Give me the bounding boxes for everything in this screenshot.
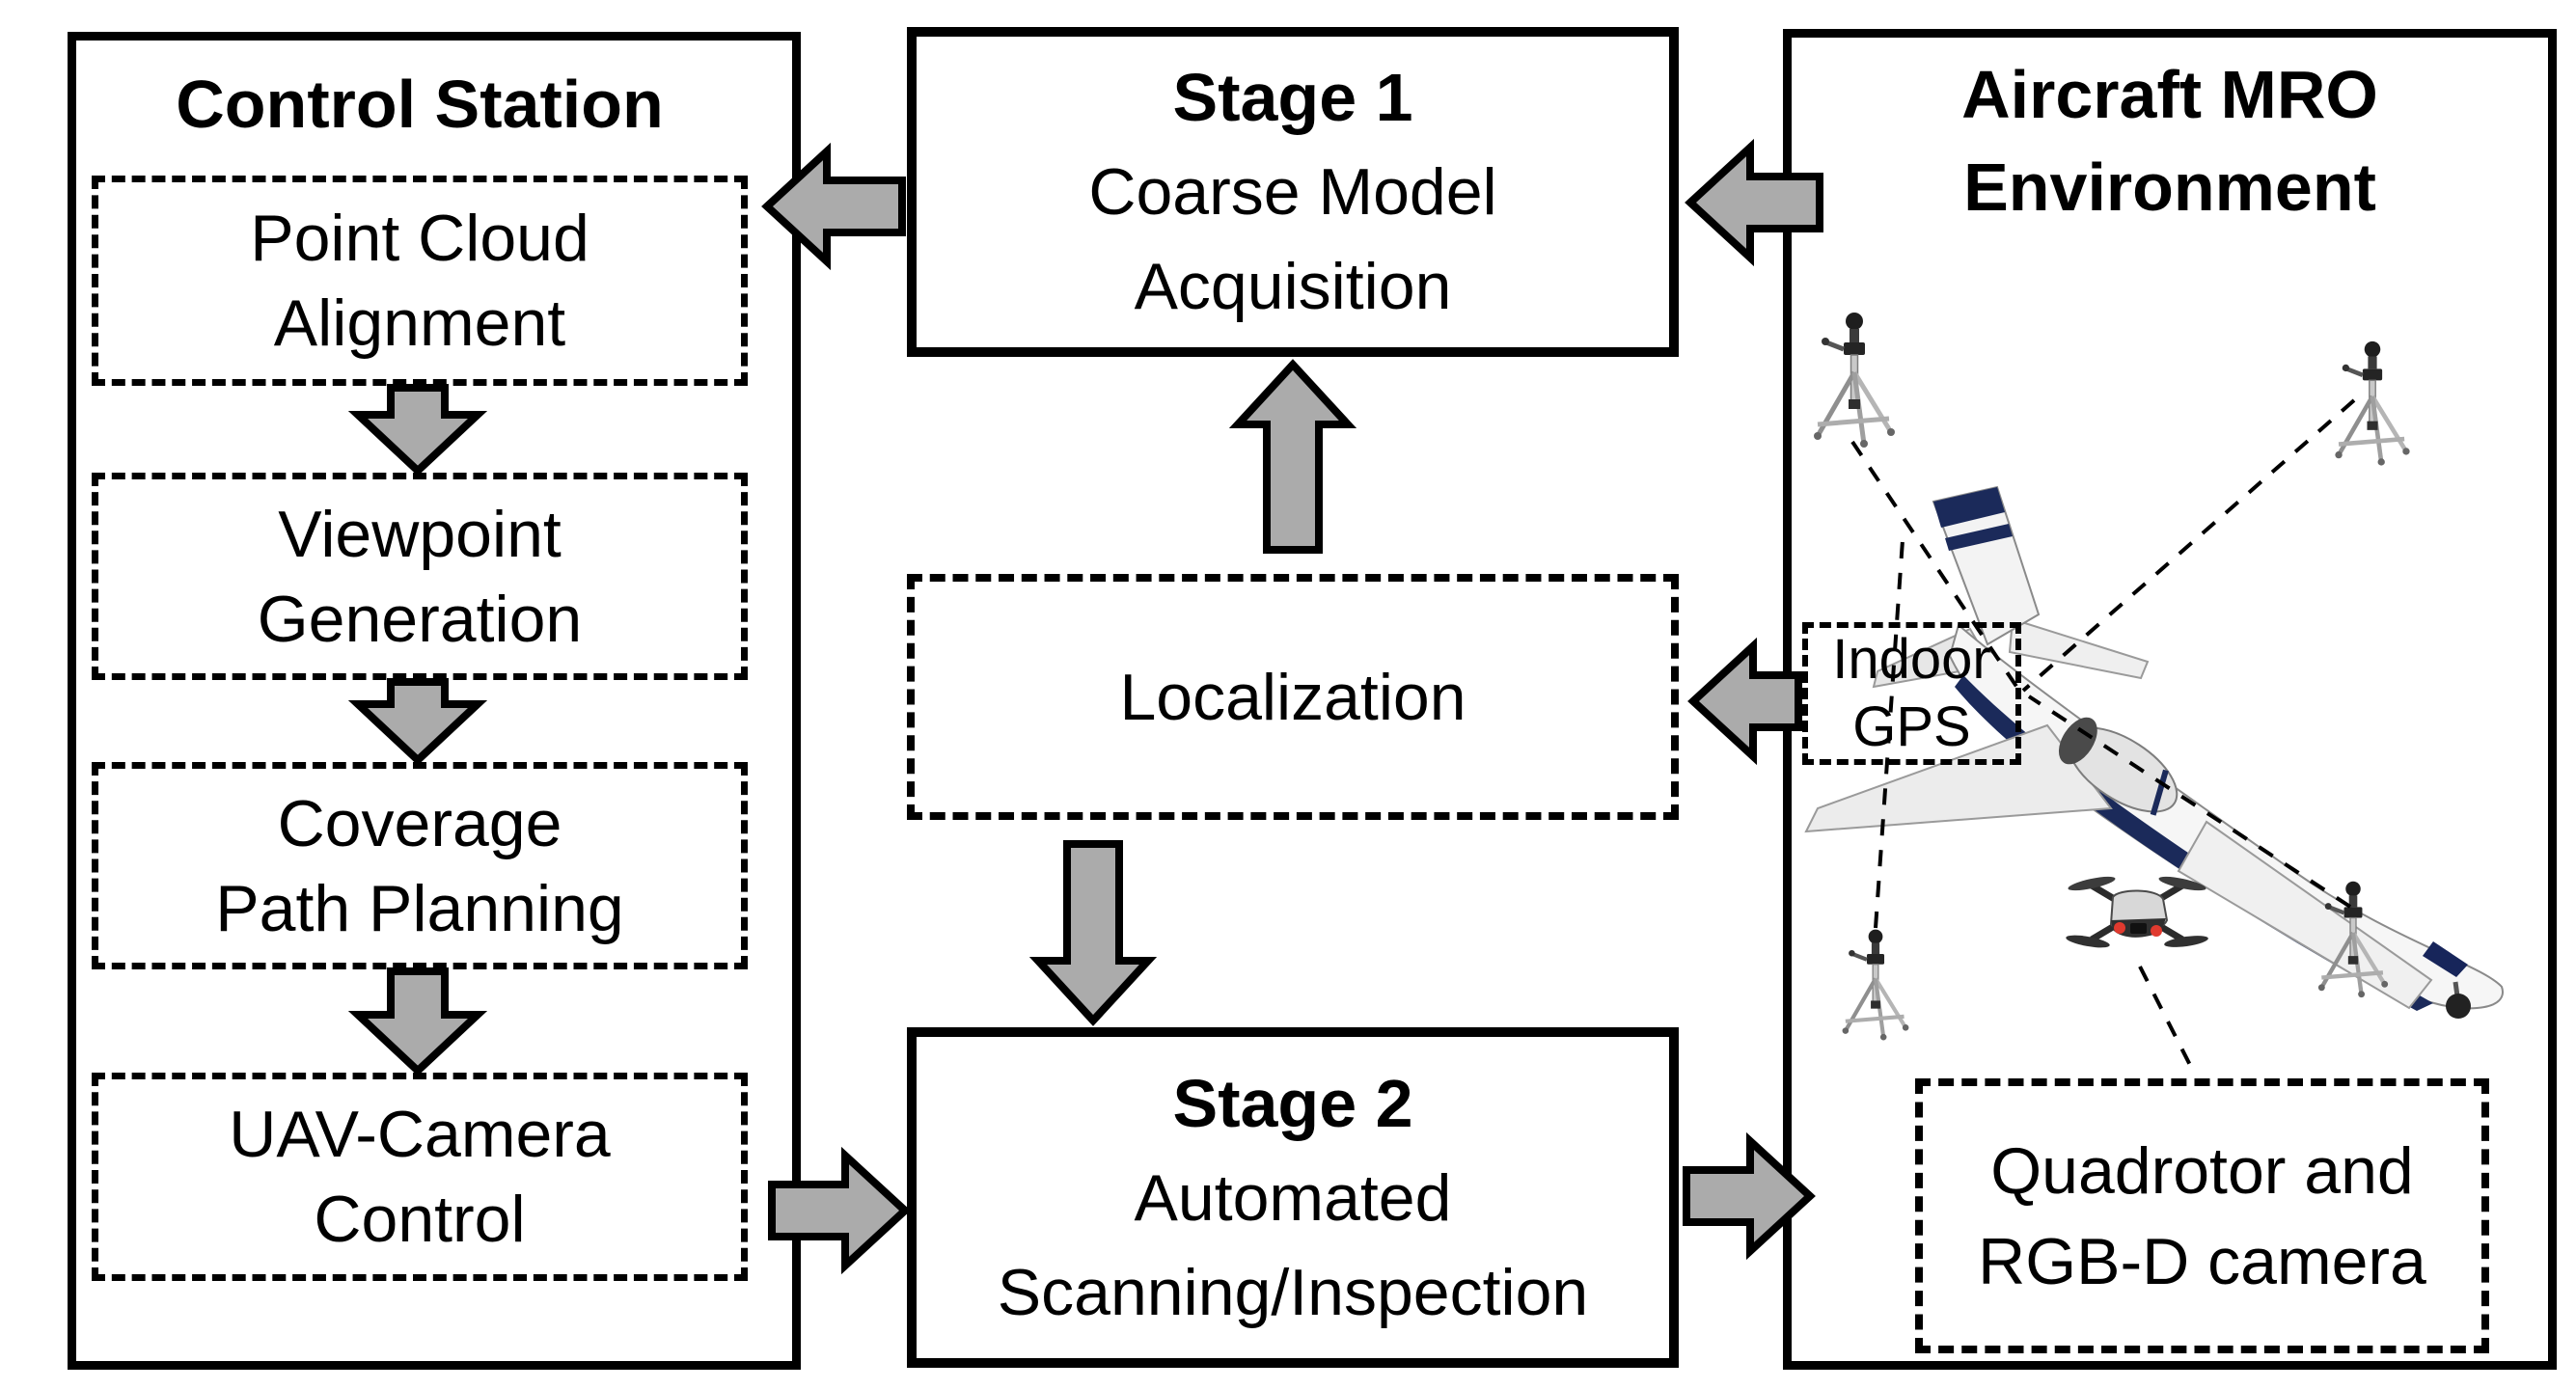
indoor-gps-box: Indoor GPS [1802, 622, 2021, 765]
process-label: Alignment [273, 286, 566, 360]
process-label: Control [314, 1183, 526, 1256]
process-label: Path Planning [215, 871, 624, 945]
process-label: Viewpoint [278, 497, 562, 571]
process-label: UAV-Camera [229, 1098, 611, 1171]
quadrotor-camera-box: Quadrotor and RGB-D camera [1915, 1078, 2489, 1353]
stage1-box: Stage 1 Coarse Model Acquisition [907, 27, 1679, 357]
environment-title-line: Environment [1963, 150, 2376, 225]
control-station-title: Control Station [176, 67, 664, 142]
stage2-line: Scanning/Inspection [997, 1255, 1589, 1329]
localization-label: Localization [1119, 660, 1466, 734]
indoor-gps-label: GPS [1852, 695, 1971, 758]
process-box-point-cloud-alignment: Point Cloud Alignment [92, 176, 748, 386]
stage2-box: Stage 2 Automated Scanning/Inspection [907, 1027, 1679, 1368]
process-box-coverage-path-planning: Coverage Path Planning [92, 762, 748, 969]
quadrotor-label: Quadrotor and [1990, 1133, 2414, 1208]
stage1-title: Stage 1 [1172, 60, 1413, 135]
stage1-line: Acquisition [1134, 250, 1452, 323]
process-label: Point Cloud [250, 202, 589, 275]
process-box-uav-camera-control: UAV-Camera Control [92, 1073, 748, 1281]
flow-arrow-localization-to-stage1 [1228, 359, 1357, 554]
indoor-gps-label: Indoor [1832, 628, 1991, 691]
stage1-line: Coarse Model [1088, 155, 1497, 229]
environment-title-line: Aircraft MRO [1961, 57, 2378, 132]
process-box-viewpoint-generation: Viewpoint Generation [92, 473, 748, 680]
flow-arrow-localization-to-stage2 [1028, 840, 1158, 1026]
quadrotor-label: RGB-D camera [1978, 1224, 2426, 1298]
process-label: Coverage [277, 786, 562, 860]
process-label: Generation [257, 582, 583, 656]
localization-box: Localization [907, 574, 1679, 820]
environment-title: Aircraft MRO Environment [1793, 48, 2547, 233]
stage2-line: Automated [1134, 1160, 1452, 1235]
stage2-title: Stage 2 [1172, 1065, 1413, 1141]
